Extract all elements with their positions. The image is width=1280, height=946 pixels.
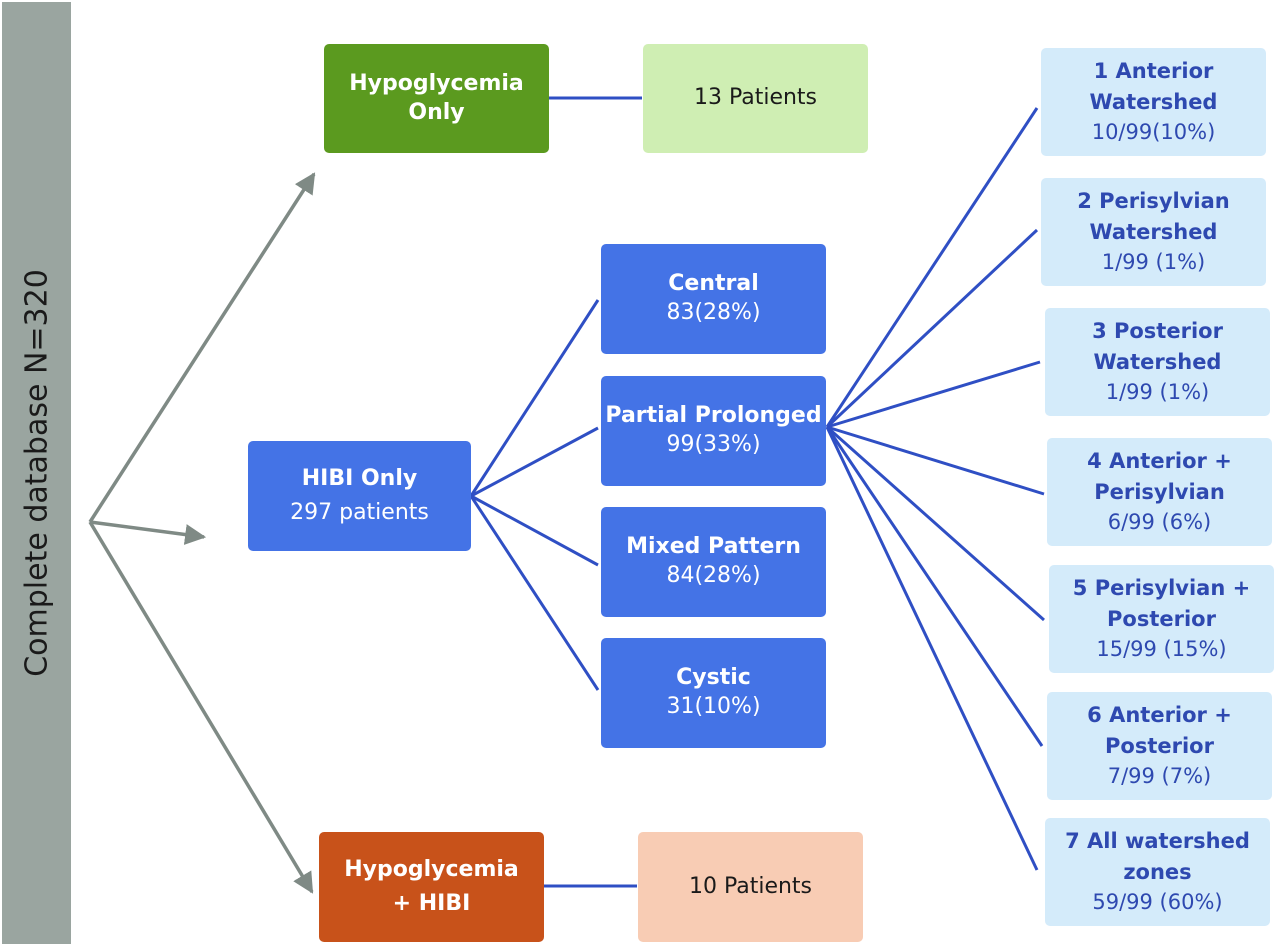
link-hibi-partial <box>470 426 599 498</box>
zone-2-value: 1/99 (1%) <box>1101 250 1206 275</box>
hypoglycemia-only-box: Hypoglycemia Only <box>324 44 549 153</box>
hibi-only-title: HIBI Only <box>301 465 418 491</box>
zone-3-line2: Watershed <box>1093 349 1222 374</box>
pattern-cystic-name: Cystic <box>676 665 751 691</box>
zone-1-value: 10/99(10%) <box>1091 120 1216 145</box>
link-hibi-cystic <box>469 495 600 691</box>
zone-7-line1: 7 All watershed <box>1065 829 1250 854</box>
zone-6-line1: 6 Anterior + <box>1087 703 1232 728</box>
pattern-cystic-box: Cystic 31(10%) <box>601 638 826 748</box>
hypoglycemia-only-line2: Only <box>408 99 465 125</box>
zone-6-box: 6 Anterior + Posterior 7/99 (7%) <box>1047 692 1272 800</box>
zone-6-value: 7/99 (7%) <box>1107 764 1212 789</box>
link-partial-zone-4 <box>826 425 1045 496</box>
hypoglycemia-hibi-box: Hypoglycemia + HIBI <box>319 832 544 942</box>
pattern-central-name: Central <box>668 271 759 297</box>
zone-3-value: 1/99 (1%) <box>1105 380 1210 405</box>
hypoglycemia-only-line1: Hypoglycemia <box>349 70 524 96</box>
pattern-central-box: Central 83(28%) <box>601 244 826 354</box>
zone-2-line2: Watershed <box>1089 219 1218 244</box>
zone-5-box: 5 Perisylvian + Posterior 15/99 (15%) <box>1049 565 1274 673</box>
link-partial-zone-3 <box>826 360 1041 429</box>
zone-7-line2: zones <box>1123 859 1192 884</box>
link-partial-zone-5 <box>826 425 1045 622</box>
link-partial-zone-1 <box>825 107 1039 428</box>
hypoglycemia-only-count: 13 Patients <box>693 85 818 111</box>
zone-5-line1: 5 Perisylvian + <box>1072 576 1251 601</box>
link-partial-zone-2 <box>825 228 1039 429</box>
pattern-mixed-name: Mixed Pattern <box>626 534 801 560</box>
pattern-partial-prolonged-value: 99(33%) <box>666 432 761 457</box>
zone-4-line1: 4 Anterior + <box>1087 449 1232 474</box>
zone-2-line1: 2 Perisylvian <box>1077 189 1230 214</box>
zone-4-line2: Perisylvian <box>1094 479 1225 504</box>
arrow-to-hypoglycemia <box>88 172 316 523</box>
zone-6-line2: Posterior <box>1105 733 1214 758</box>
arrow-to-hibi <box>89 520 207 545</box>
link-partial-zone-7 <box>825 426 1039 871</box>
zone-5-line2: Posterior <box>1107 606 1216 631</box>
hibi-only-box: HIBI Only 297 patients <box>248 441 471 551</box>
arrow-to-hypo-hibi <box>88 521 314 894</box>
zone-2-box: 2 Perisylvian Watershed 1/99 (1%) <box>1041 178 1266 286</box>
link-partial-zone-6 <box>825 426 1044 747</box>
zone-3-box: 3 Posterior Watershed 1/99 (1%) <box>1045 308 1270 416</box>
zone-1-line1: 1 Anterior <box>1093 59 1214 84</box>
zone-4-value: 6/99 (6%) <box>1107 510 1212 535</box>
link-hibi-mixed <box>470 494 599 567</box>
hypoglycemia-hibi-count: 10 Patients <box>688 873 813 899</box>
zone-7-box: 7 All watershed zones 59/99 (60%) <box>1045 818 1270 926</box>
zone-4-box: 4 Anterior + Perisylvian 6/99 (6%) <box>1047 438 1272 546</box>
database-sidebar <box>2 2 71 944</box>
pattern-partial-prolonged-box: Partial Prolonged 99(33%) <box>601 376 826 486</box>
zone-7-value: 59/99 (60%) <box>1092 890 1223 915</box>
zone-1-line2: Watershed <box>1089 89 1218 114</box>
pattern-mixed-value: 84(28%) <box>666 563 761 588</box>
database-label: Complete database N=320 <box>19 269 55 677</box>
hypoglycemia-hibi-count-box: 10 Patients <box>638 832 863 942</box>
pattern-partial-prolonged-name: Partial Prolonged <box>605 403 822 429</box>
zone-1-box: 1 Anterior Watershed 10/99(10%) <box>1041 48 1266 156</box>
zone-5-value: 15/99 (15%) <box>1096 637 1227 662</box>
pattern-mixed-box: Mixed Pattern 84(28%) <box>601 507 826 617</box>
hypoglycemia-hibi-line2: + HIBI <box>392 891 471 916</box>
pattern-central-value: 83(28%) <box>666 300 761 325</box>
hibi-only-count: 297 patients <box>290 500 429 525</box>
pattern-cystic-value: 31(10%) <box>666 694 761 719</box>
link-hibi-central <box>469 299 600 497</box>
hypoglycemia-hibi-line1: Hypoglycemia <box>344 856 519 882</box>
hypoglycemia-only-count-box: 13 Patients <box>643 44 868 153</box>
zone-3-line1: 3 Posterior <box>1092 319 1223 344</box>
